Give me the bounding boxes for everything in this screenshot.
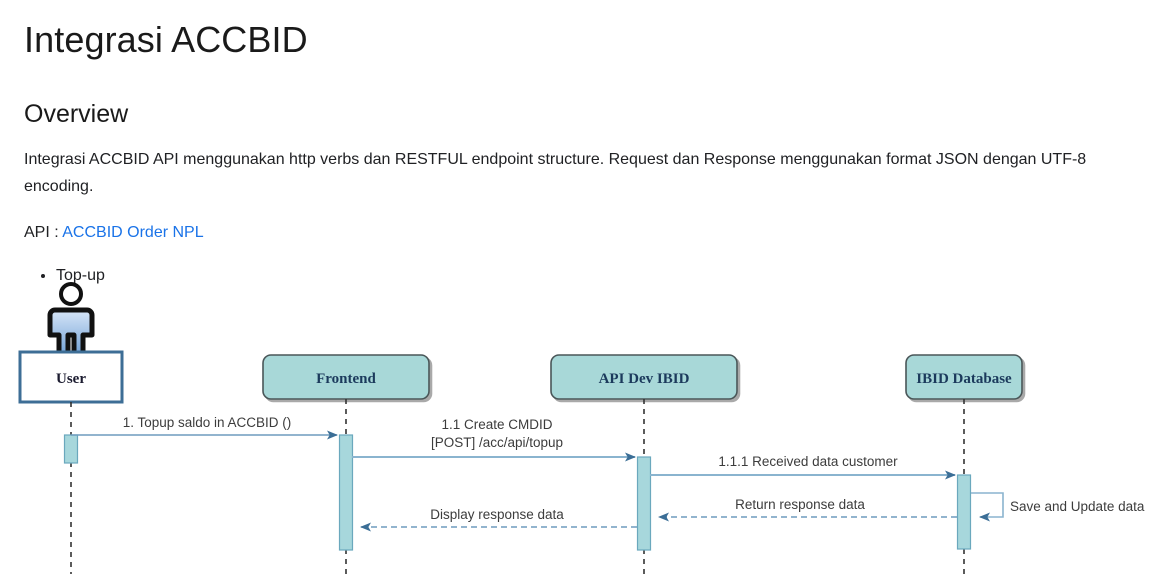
activation-bar-frontend <box>338 434 354 551</box>
message-label-create-cmdid-endpoint: [POST] /acc/api/topup <box>431 435 563 450</box>
participant-ibid-database[interactable]: IBID Database <box>905 354 1023 400</box>
actor-box-user <box>18 350 124 404</box>
message-return-response-data[interactable]: Return response data <box>658 497 957 522</box>
participant-api-dev-ibid[interactable]: API Dev IBID <box>550 354 738 400</box>
api-link-accbid-order-npl[interactable]: ACCBID Order NPL <box>62 224 204 242</box>
activation-bar-user <box>63 434 79 464</box>
page-title: Integrasi ACCBID <box>24 19 308 60</box>
activation-bar-api-dev-ibid <box>636 456 652 551</box>
sequence-diagram: User Frontend API Dev IBID <box>0 272 1174 574</box>
message-label-create-cmdid: 1.1 Create CMDID <box>441 417 552 432</box>
message-received-data-customer[interactable]: 1.1.1 Received data customer <box>650 454 956 480</box>
actor-person-icon <box>47 282 95 360</box>
message-label-received-data-customer: 1.1.1 Received data customer <box>718 454 898 469</box>
overview-paragraph: Integrasi ACCBID API menggunakan http ve… <box>24 151 1087 196</box>
participant-frontend[interactable]: Frontend <box>262 354 430 400</box>
section-heading-overview: Overview <box>24 100 129 129</box>
participant-label-frontend: Frontend <box>316 371 376 387</box>
list-item: Top-up <box>56 265 1134 287</box>
message-display-response-data[interactable]: Display response data <box>360 507 637 532</box>
message-label-topup-saldo: 1. Topup saldo in ACCBID () <box>123 415 292 430</box>
message-create-cmdid[interactable]: 1.1 Create CMDID [POST] /acc/api/topup <box>352 417 636 462</box>
participant-label-api-dev-ibid: API Dev IBID <box>599 371 690 387</box>
participant-label-user: User <box>56 371 86 387</box>
feature-bullet-list: Top-up <box>24 265 1134 287</box>
api-line: API : ACCBID Order NPL <box>24 221 1134 245</box>
participant-label-ibid-database: IBID Database <box>916 371 1012 387</box>
api-label: API : <box>24 224 63 242</box>
activation-bar-ibid-database <box>956 474 972 550</box>
message-topup-saldo[interactable]: 1. Topup saldo in ACCBID () <box>71 415 338 440</box>
participant-user[interactable]: User <box>18 282 124 404</box>
document-content: Integrasi ACCBID Overview Integrasi ACCB… <box>24 0 1134 287</box>
message-label-display-response-data: Display response data <box>430 507 564 522</box>
message-save-and-update-data[interactable]: Save and Update data <box>971 492 1145 522</box>
message-label-save-and-update-data: Save and Update data <box>1010 499 1145 514</box>
message-label-return-response-data: Return response data <box>735 497 865 512</box>
